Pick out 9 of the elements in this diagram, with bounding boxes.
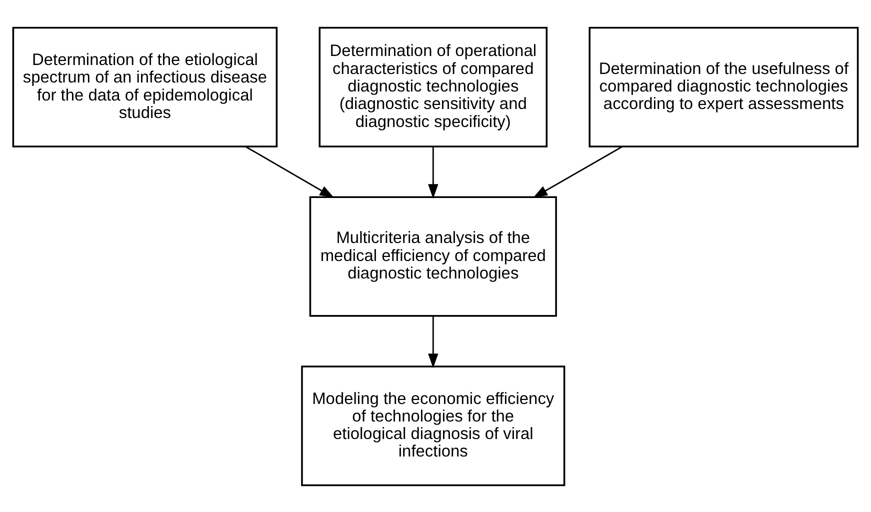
node-box: Multicriteria analysis of the medical efficiency of compared diagnostic technologies: [309, 196, 557, 316]
arrow: [245, 146, 334, 198]
node-box: Modeling the economic efficiency of technologies for the etiological diagnosis of viral infections: [301, 365, 566, 486]
node-box: Determination of the etiological spectrum of an infectious disease for the data of epidemological studies: [12, 26, 278, 147]
arrow: [532, 146, 622, 198]
arrow: [428, 316, 438, 368]
node-box: Determination of operational characteristics of compared diagnostic technologies (diagnostic sensitivity and diagnostic specificity): [318, 26, 548, 147]
node-box: Determination of the usefulness of compared diagnostic technologies according to expert assessments: [588, 26, 859, 147]
arrow: [428, 146, 438, 198]
